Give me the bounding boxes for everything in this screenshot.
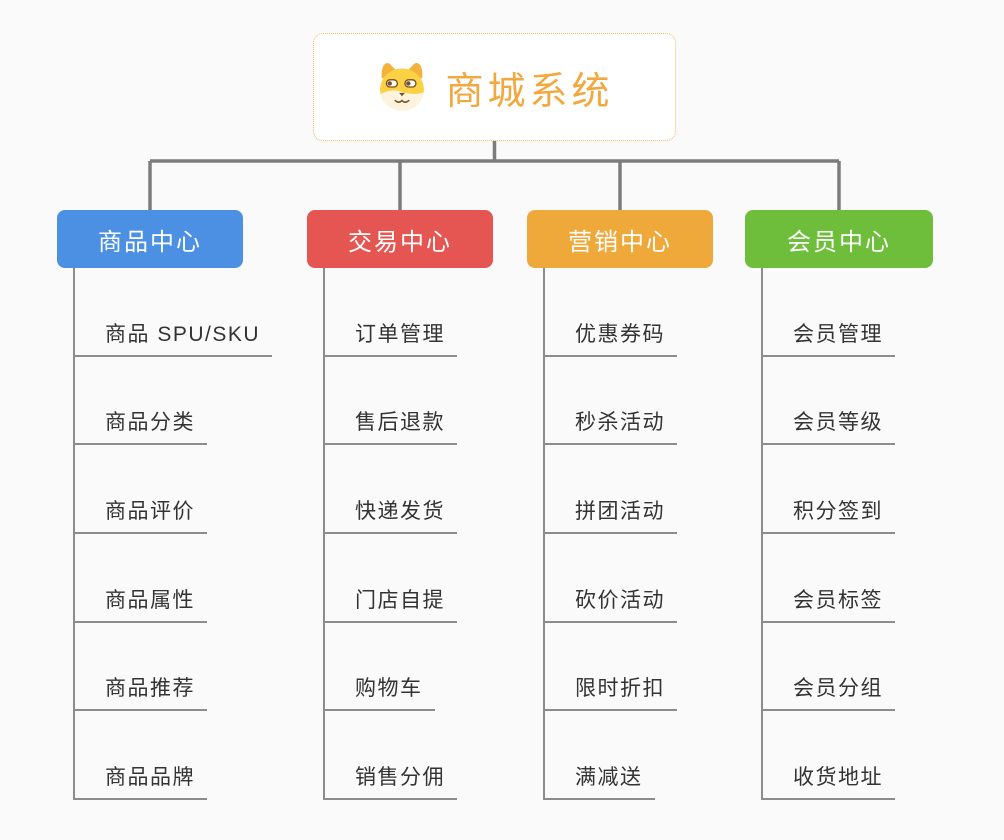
tree-item[interactable]: 商品 SPU/SKU	[75, 268, 273, 357]
tree-item[interactable]: 会员标签	[763, 534, 895, 623]
branch-marketing-center: 营销中心 优惠券码秒杀活动拼团活动砍价活动限时折扣满减送	[527, 210, 713, 801]
tree-item[interactable]: 商品品牌	[75, 711, 207, 801]
tree-item[interactable]: 商品评价	[75, 445, 207, 535]
branch-items-marketing-center: 优惠券码秒杀活动拼团活动砍价活动限时折扣满减送	[543, 268, 677, 801]
tree-item[interactable]: 秒杀活动	[545, 357, 677, 446]
tree-item[interactable]: 满减送	[545, 711, 655, 801]
branch-header-marketing-center[interactable]: 营销中心	[527, 210, 713, 268]
branch-items-trade-center: 订单管理售后退款快递发货门店自提购物车销售分佣	[323, 268, 457, 801]
tree-item[interactable]: 商品分类	[75, 357, 207, 446]
tree-item[interactable]: 砍价活动	[545, 534, 677, 623]
branch-trade-center: 交易中心 订单管理售后退款快递发货门店自提购物车销售分佣	[307, 210, 493, 801]
tree-item[interactable]: 门店自提	[325, 534, 457, 623]
tree-item[interactable]: 限时折扣	[545, 623, 677, 712]
tree-item[interactable]: 销售分佣	[325, 711, 457, 801]
tree-item[interactable]: 拼团活动	[545, 445, 677, 535]
tree-item[interactable]: 订单管理	[325, 268, 457, 357]
tree-item[interactable]: 优惠券码	[545, 268, 677, 357]
tree-item[interactable]: 售后退款	[325, 357, 457, 446]
tree-item[interactable]: 快递发货	[325, 445, 457, 535]
dog-icon	[375, 61, 429, 113]
tree-item[interactable]: 会员分组	[763, 623, 895, 712]
branch-header-goods-center[interactable]: 商品中心	[57, 210, 243, 268]
tree-item[interactable]: 购物车	[325, 623, 435, 712]
tree-item[interactable]: 会员等级	[763, 357, 895, 446]
root-title: 商城系统	[445, 70, 614, 113]
branch-member-center: 会员中心 会员管理会员等级积分签到会员标签会员分组收货地址	[745, 210, 933, 801]
tree-item[interactable]: 商品属性	[75, 534, 207, 623]
tree-item[interactable]: 收货地址	[763, 711, 895, 801]
tree-item[interactable]: 商品推荐	[75, 623, 207, 712]
tree-item[interactable]: 会员管理	[763, 268, 895, 357]
branch-header-member-center[interactable]: 会员中心	[745, 210, 933, 268]
branch-header-trade-center[interactable]: 交易中心	[307, 210, 493, 268]
tree-item[interactable]: 积分签到	[763, 445, 895, 535]
root-node[interactable]: 商城系统	[313, 33, 676, 141]
branch-items-member-center: 会员管理会员等级积分签到会员标签会员分组收货地址	[761, 268, 895, 801]
